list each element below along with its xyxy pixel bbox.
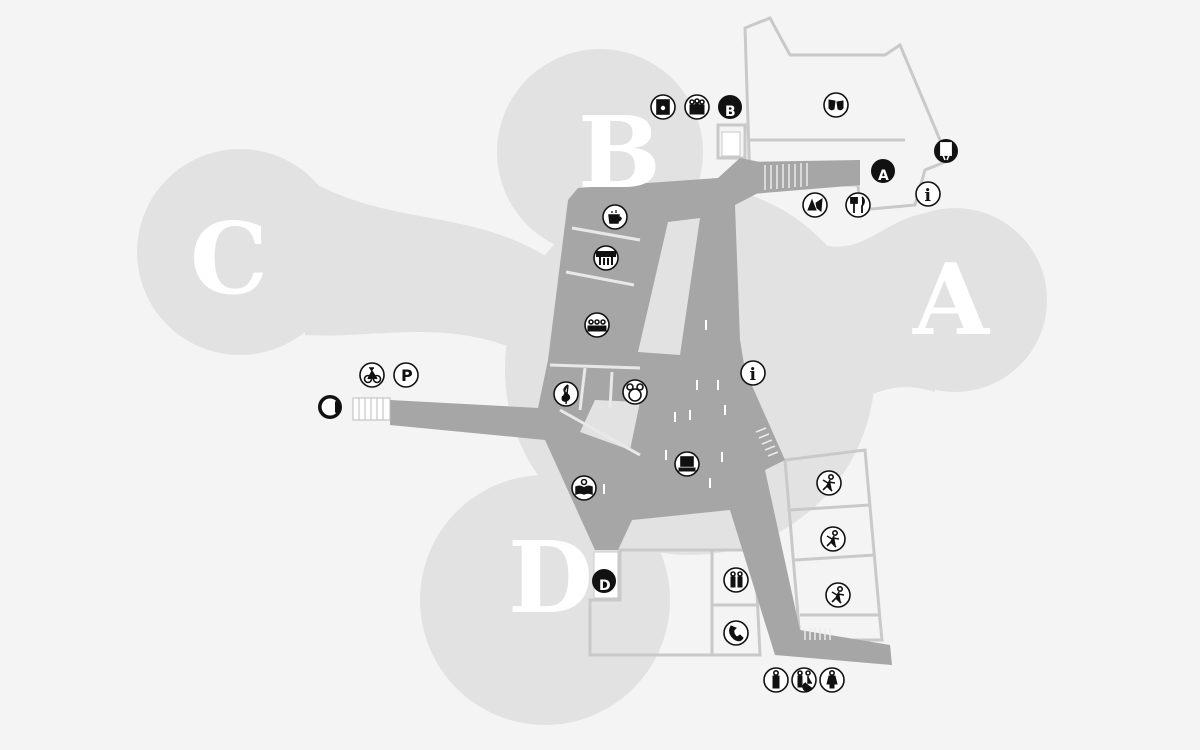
courtyard-void [580,400,640,450]
meeting-room-icon[interactable] [584,312,610,338]
corridor-dashes [603,320,726,494]
bike-icon[interactable] [359,362,385,388]
info-icon: i [925,186,932,206]
women-toilet-icon[interactable] [819,667,845,693]
wing-label-a: A [912,243,991,358]
svg-text:A: A [878,168,889,184]
men-toilet-icon[interactable] [763,667,789,693]
squash-block-outline [783,448,884,642]
stage-icon[interactable] [593,245,619,271]
main-corridor [390,158,892,665]
info-icon: i [750,365,757,385]
svg-text:B: B [725,104,736,120]
squash-dividers [789,503,880,617]
music-room-icon[interactable] [553,381,579,407]
squash-court-3[interactable] [825,582,851,608]
parking-icon[interactable]: P [393,362,419,388]
squash-court-1[interactable] [816,470,842,496]
zone-c-neck [300,175,555,372]
room-dividers [549,226,641,457]
info-center[interactable]: i [740,360,766,386]
entrance-d-badge[interactable]: D [592,569,616,594]
stair-east [755,427,779,457]
corridor-arm-a [740,160,860,195]
stair-north [764,163,808,190]
cafe-icon[interactable] [602,204,628,230]
wing-label-b: B [578,96,661,211]
wardrobe-icon[interactable] [723,567,749,593]
corridors [390,158,892,665]
phone-icon[interactable] [723,620,749,646]
wing-label-d: D [508,521,593,636]
accessible-toilet-icon[interactable] [791,667,817,693]
playroom-icon[interactable] [622,379,648,405]
group-icon[interactable] [684,94,710,120]
restaurant-icon[interactable] [845,192,871,218]
stair-south [804,628,831,640]
zone-a-neck [800,212,935,430]
fire-exit-icon[interactable] [934,139,958,163]
b-entrance-outline [716,123,747,160]
atrium-void [638,218,700,355]
svg-text:P: P [401,366,413,385]
wing-d-south-outline [588,548,762,657]
reading-room-icon[interactable] [571,475,597,501]
washing-machine-icon[interactable] [650,94,676,120]
poi-markers: A i B [318,92,958,693]
squash-court-2[interactable] [820,526,846,552]
room-cutouts [580,218,700,450]
theatre-masks-icon[interactable] [823,92,849,118]
computer-icon[interactable] [674,451,700,477]
svg-text:D: D [599,578,611,594]
entrance-b-badge[interactable]: B [718,95,742,120]
wing-labels: A B C D [190,96,991,636]
wing-label-c: C [190,202,268,317]
info-north[interactable]: i [915,181,941,207]
exit-c-icon[interactable] [318,395,342,419]
entrance-a-badge[interactable]: A [871,159,895,184]
kids-activity-icon[interactable] [802,192,828,218]
zone-c [137,149,343,355]
b-entrance-door [721,131,741,157]
wing-d-divider [710,550,758,655]
